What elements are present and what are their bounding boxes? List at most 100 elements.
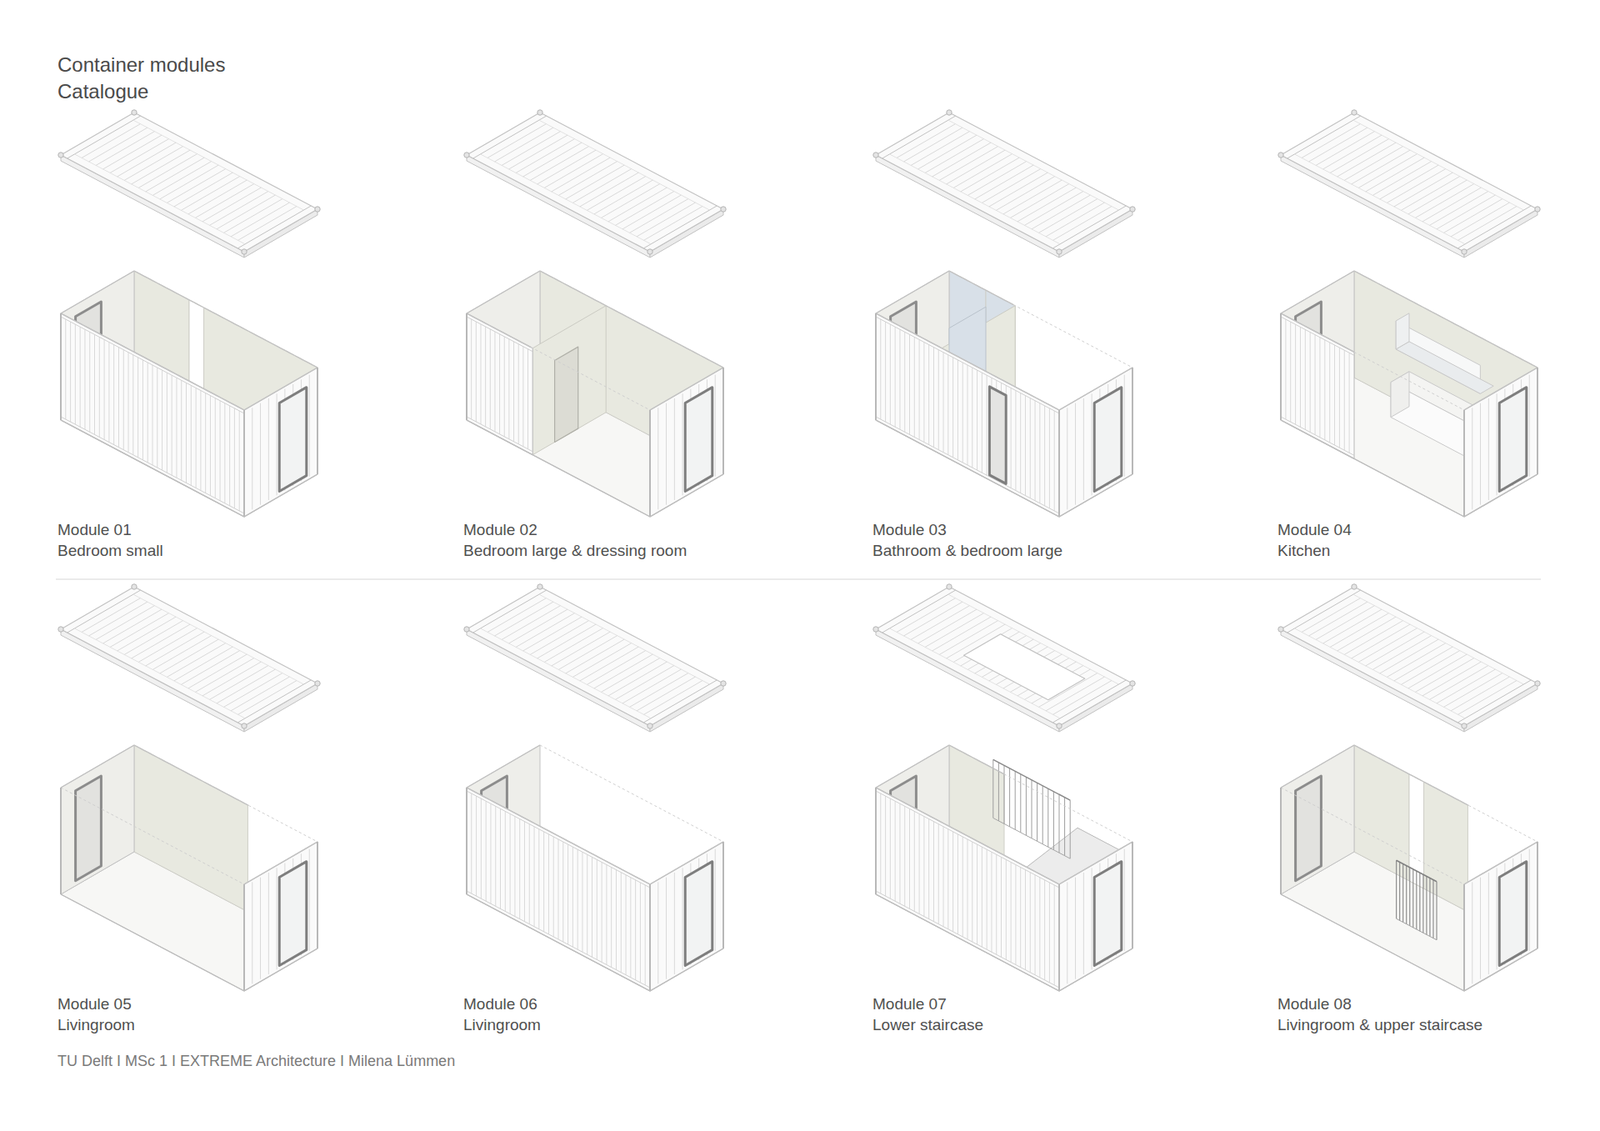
top-rail bbox=[963, 833, 969, 836]
top-rail bbox=[540, 825, 545, 829]
top-rail bbox=[1473, 807, 1479, 810]
top-rail bbox=[466, 270, 540, 314]
top-rail bbox=[921, 337, 927, 340]
roof-rib bbox=[224, 199, 283, 234]
top-rail bbox=[1059, 367, 1133, 410]
corrugation bbox=[205, 393, 206, 494]
top-rail bbox=[75, 795, 80, 798]
corrugation bbox=[1091, 393, 1093, 495]
top-rail bbox=[1018, 388, 1024, 391]
top-rail bbox=[627, 398, 633, 401]
top-rail bbox=[1515, 830, 1520, 833]
handrail bbox=[1396, 860, 1437, 882]
top-rail bbox=[1022, 865, 1028, 868]
end-wall bbox=[60, 745, 135, 895]
top-rail bbox=[115, 816, 121, 820]
top-rail bbox=[1496, 820, 1502, 823]
corrugation bbox=[1529, 849, 1530, 951]
corrugation bbox=[475, 321, 477, 422]
top-rail bbox=[1050, 324, 1055, 327]
top-rail bbox=[995, 850, 1000, 853]
corrugation bbox=[84, 329, 85, 430]
door-frame bbox=[989, 386, 1006, 484]
top-rail bbox=[926, 814, 932, 817]
top-rail bbox=[958, 750, 964, 753]
top-rail bbox=[253, 333, 259, 336]
corner-casting bbox=[1130, 680, 1135, 686]
label-block: Module 01 bbox=[57, 519, 132, 540]
corrugation bbox=[581, 851, 583, 952]
corner-casting bbox=[873, 626, 879, 632]
top-rail bbox=[1505, 825, 1511, 828]
top-rail bbox=[631, 319, 637, 322]
corner-post bbox=[1131, 367, 1134, 475]
module-number: Module 02 bbox=[463, 519, 538, 540]
top-rail bbox=[1427, 309, 1433, 312]
top-rail bbox=[1395, 848, 1401, 851]
top-rail bbox=[609, 388, 615, 391]
corrugation bbox=[1010, 861, 1012, 962]
top-rail bbox=[585, 295, 591, 298]
top-rail bbox=[581, 848, 587, 851]
top-rail bbox=[903, 327, 909, 330]
door-frame bbox=[75, 775, 102, 881]
corrugation bbox=[572, 846, 574, 947]
container-module bbox=[1278, 110, 1540, 517]
side-wall bbox=[60, 313, 245, 517]
top-rail bbox=[908, 804, 914, 807]
balustrade-bar bbox=[1409, 867, 1410, 926]
top-rail bbox=[908, 330, 914, 333]
top-rail bbox=[230, 795, 236, 799]
top-rail bbox=[1359, 273, 1365, 276]
corrugation bbox=[1091, 867, 1093, 970]
top-rail bbox=[230, 402, 236, 405]
top-rail bbox=[682, 345, 688, 349]
top-rail bbox=[549, 275, 555, 279]
top-rail bbox=[1405, 852, 1410, 855]
top-rail bbox=[917, 335, 923, 338]
top-rail bbox=[1050, 879, 1055, 882]
top-rail bbox=[240, 326, 245, 330]
corrugation bbox=[947, 829, 949, 930]
corrugation bbox=[923, 816, 925, 917]
top-rail bbox=[1040, 319, 1046, 322]
bottom-rail bbox=[60, 894, 245, 991]
top-rail bbox=[280, 822, 286, 825]
corrugation bbox=[70, 321, 71, 422]
top-rail bbox=[308, 836, 314, 840]
roof-rib bbox=[230, 202, 290, 237]
corrugation bbox=[142, 360, 144, 460]
top-rail bbox=[1368, 359, 1374, 362]
corrugation bbox=[620, 872, 622, 973]
top-rail bbox=[1036, 316, 1042, 320]
top-rail bbox=[1013, 779, 1019, 782]
top-rail bbox=[152, 755, 158, 758]
top-rail bbox=[655, 331, 660, 335]
top-rail bbox=[1335, 342, 1341, 345]
corrugation bbox=[971, 367, 973, 468]
top-rail bbox=[880, 315, 886, 319]
corrugation bbox=[494, 331, 495, 432]
corner-casting bbox=[1278, 152, 1284, 158]
corner-post bbox=[1536, 841, 1539, 949]
corrugation bbox=[268, 872, 270, 975]
corrugation bbox=[1471, 407, 1473, 510]
top-rail bbox=[967, 280, 973, 284]
top-rail bbox=[1460, 407, 1465, 410]
top-rail bbox=[590, 852, 596, 855]
top-rail bbox=[102, 335, 108, 338]
roof-panel bbox=[60, 586, 318, 726]
top-rail bbox=[954, 828, 960, 831]
top-rail bbox=[1000, 852, 1005, 855]
top-rail bbox=[79, 323, 85, 326]
top-rail bbox=[1045, 795, 1051, 799]
top-rail bbox=[1400, 850, 1405, 853]
corrugation bbox=[123, 350, 125, 450]
top-rail bbox=[221, 398, 227, 401]
top-rail bbox=[1040, 793, 1046, 796]
top-rail bbox=[1381, 759, 1387, 762]
top-rail bbox=[636, 402, 642, 405]
top-rail bbox=[549, 830, 555, 834]
corrugation bbox=[75, 324, 76, 425]
corrugation bbox=[1005, 859, 1007, 960]
